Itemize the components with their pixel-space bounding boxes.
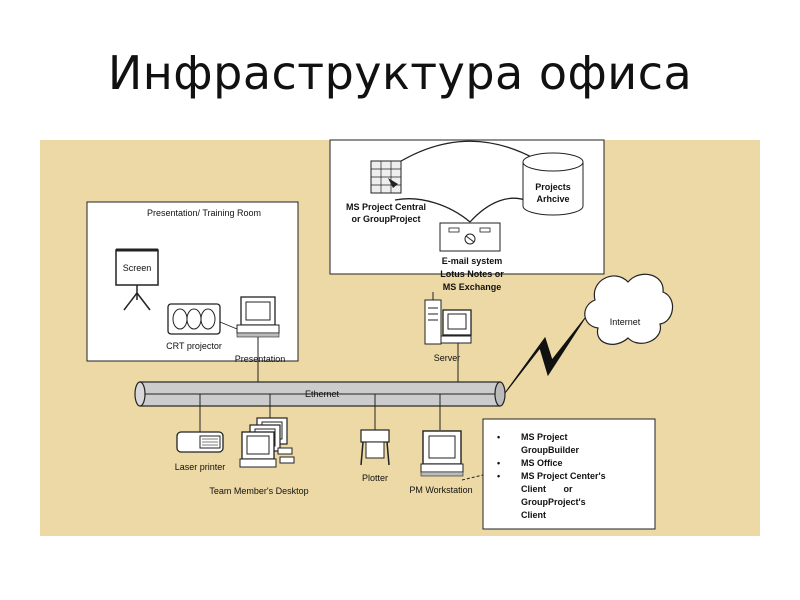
presentation-pc-icon (236, 296, 280, 338)
database-cylinder-icon (522, 152, 584, 216)
email-label-2: Lotus Notes or (440, 269, 504, 279)
connector-software-list (461, 474, 484, 481)
pm-workstation-icon (420, 430, 464, 477)
ms-project-label-1: MS Project Central (346, 202, 426, 212)
email-label-3: MS Exchange (443, 282, 502, 292)
software-item: GroupBuilder (521, 445, 579, 455)
link-arc-right (469, 197, 526, 223)
plotter-icon (360, 429, 390, 466)
software-list: • MS Project GroupBuilder • MS Office • … (497, 432, 606, 520)
server-label: Server (434, 353, 461, 363)
plotter-label: Plotter (362, 473, 388, 483)
ethernet-label: Ethernet (305, 389, 340, 399)
lightning-link-icon (504, 317, 586, 394)
training-room-label: Presentation/ Training Room (147, 208, 261, 218)
software-item: MS Office (521, 458, 563, 468)
software-item: MS Project Center's (521, 471, 606, 481)
archive-label-1: Projects (535, 182, 571, 192)
server-icon (424, 299, 472, 345)
projection-screen-icon (115, 248, 159, 311)
team-desktop-label: Team Member's Desktop (209, 486, 308, 496)
pm-workstation-label: PM Workstation (409, 485, 472, 495)
email-server-icon (439, 222, 501, 252)
software-item: MS Project (521, 432, 568, 442)
internet-cloud-icon (584, 273, 673, 345)
archive-label-2: Arhcive (536, 194, 569, 204)
software-list-box (482, 418, 656, 530)
internet-label: Internet (610, 317, 641, 327)
software-bullet: • (497, 471, 500, 481)
presentation-label: Presentation (235, 354, 286, 364)
crt-projector-label: CRT projector (166, 341, 222, 351)
software-item: GroupProject's (521, 497, 586, 507)
screen-label: Screen (123, 263, 152, 273)
laser-printer-icon (176, 431, 224, 453)
laser-printer-label: Laser printer (175, 462, 226, 472)
ms-project-icon (370, 160, 402, 194)
email-label-1: E-mail system (442, 256, 503, 266)
crt-projector-icon (167, 303, 221, 335)
link-arc-left (394, 198, 471, 223)
software-item: Client or (521, 484, 573, 494)
software-bullet: • (497, 458, 500, 468)
ms-project-label-2: or GroupProject (351, 214, 420, 224)
projector-cable (219, 321, 238, 330)
software-item: Client (521, 510, 546, 520)
slide-title: Инфраструктура офиса (107, 46, 693, 100)
team-desktop-icon (239, 417, 295, 468)
software-bullet: • (497, 432, 500, 442)
